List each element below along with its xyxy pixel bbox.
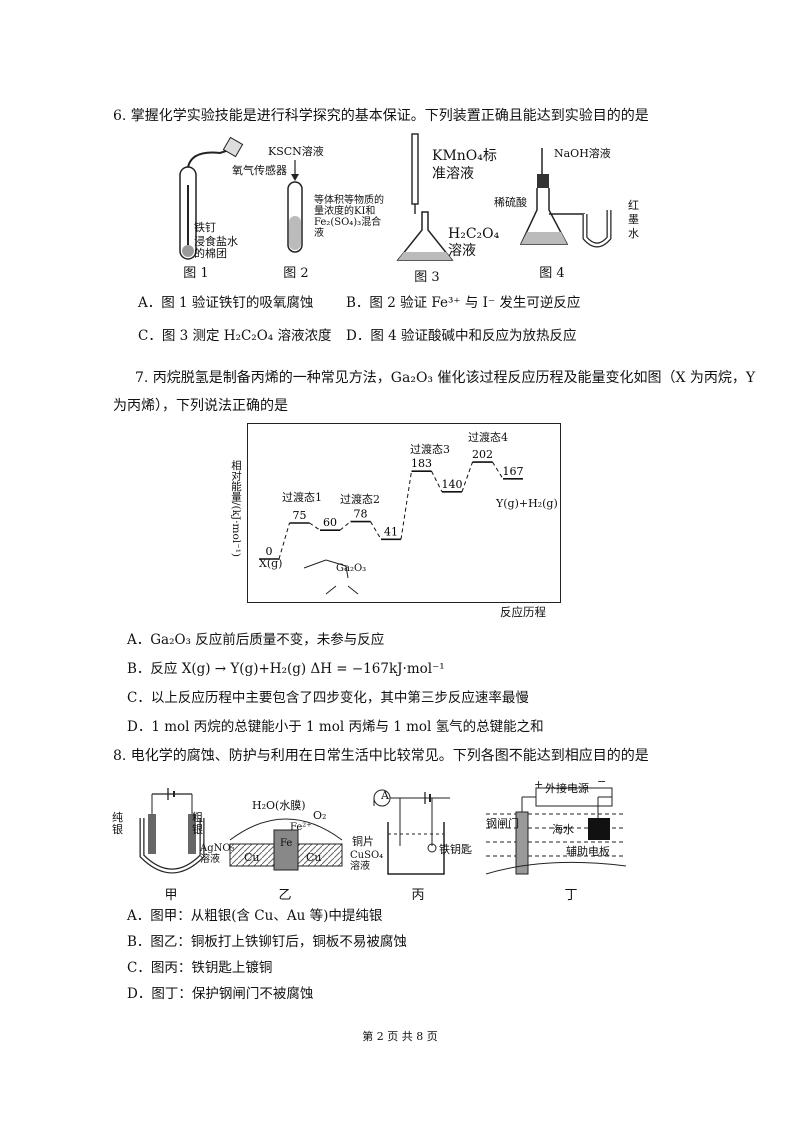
jia-pure-label: 纯银: [112, 811, 123, 836]
fig2-caption: 图 2: [283, 266, 309, 281]
fig-jia-diagram: [139, 788, 205, 874]
q7-stem-line1: 7. 丙烷脱氢是制备丙烯的一种常见方法，Ga₂O₃ 催化该过程反应历程及能量变化…: [135, 370, 756, 386]
ding-aux-label: 辅助电板: [566, 845, 610, 858]
fig4-diagram: [519, 148, 612, 248]
energy-value-4: 41: [384, 525, 398, 538]
bing-ammeter-label: A: [381, 789, 389, 802]
energy-value-8: 167: [503, 465, 524, 478]
chart-ylabel: 相对能量/(kJ·mol⁻¹): [230, 460, 242, 558]
energy-value-2: 60: [323, 516, 337, 529]
energy-connector-5: [400, 471, 412, 540]
q8-stem: 8. 电化学的腐蚀、防护与利用在日常生活中比较常见。下列各图不能达到相应目的的是: [113, 748, 649, 764]
yi-cu-left-label: Cu: [244, 851, 260, 864]
energy-value-7: 202: [472, 448, 493, 461]
fig-ding-diagram: [486, 787, 626, 875]
fig3-diagram: [396, 133, 454, 261]
chart-ts4-label: 过渡态4: [468, 431, 508, 444]
energy-value-1: 75: [293, 509, 307, 522]
q6-option-a[interactable]: A．图 1 验证铁钉的吸氧腐蚀: [138, 295, 314, 311]
energy-connector-1: [278, 522, 290, 560]
fig-yi-diagram: [229, 818, 343, 871]
fig2-solution-label: 等体积等物质的量浓度的KI和Fe₂(SO₄)₃混合液: [314, 195, 384, 239]
energy-value-3: 78: [354, 508, 368, 521]
energy-connector-4: [370, 521, 382, 540]
fig-bing-diagram: [373, 789, 450, 875]
q8-option-d[interactable]: D．图丁：保护钢闸门不被腐蚀: [127, 986, 314, 1002]
fig1-cotton-label: 浸食盐水的棉团: [194, 235, 238, 260]
chart-ts1-label: 过渡态1: [282, 491, 322, 504]
catalyst-structure: [303, 559, 359, 595]
chart-xlabel: 反应历程: [500, 605, 546, 619]
fig2-reagent-label: KSCN溶液: [268, 145, 324, 158]
energy-chart-frame: [247, 423, 561, 603]
q7-option-b[interactable]: B．反应 X(g) → Y(g)+H₂(g) ΔH = −167kJ·mol⁻¹: [127, 661, 445, 677]
energy-profile: 0 75 60 78 41 183 140 202 167: [259, 448, 524, 560]
fig1-diagram: [179, 136, 244, 260]
q7-stem-line2: 为丙烯），下列说法正确的是: [113, 398, 288, 414]
fig-yi-caption: 乙: [278, 888, 292, 903]
energy-connector-3: [339, 521, 351, 531]
fig-bing-caption: 丙: [411, 888, 425, 903]
ding-gate-label: 钢闸门: [486, 817, 519, 830]
bing-key-label: 铁钥匙: [439, 843, 472, 856]
fig-jia-caption: 甲: [164, 888, 178, 903]
jia-electrolyte-label: AgNO₃溶液: [200, 843, 235, 865]
q8-option-c[interactable]: C．图丙：铁钥匙上镀铜: [127, 960, 273, 976]
q6-option-d[interactable]: D．图 4 验证酸碱中和反应为放热反应: [346, 328, 577, 344]
energy-value-6: 140: [442, 478, 463, 491]
fig3-titrant-label: KMnO₄标准溶液: [432, 148, 497, 182]
fig-ding-caption: 丁: [564, 888, 578, 903]
chart-catalyst-label: Ga₂O₃: [336, 563, 367, 574]
q7-option-c[interactable]: C．以上反应历程中主要包含了四步变化，其中第三步反应速率最慢: [127, 690, 529, 706]
q8-option-b[interactable]: B．图乙：铜板打上铁铆钉后，铜板不易被腐蚀: [127, 934, 407, 950]
energy-connector-7: [461, 461, 473, 492]
ding-plus-label: +: [534, 778, 544, 791]
chart-ts2-label: 过渡态2: [340, 493, 380, 506]
fig1-sensor-label: 氧气传感器: [232, 164, 287, 177]
fig1-caption: 图 1: [183, 266, 209, 281]
fig3-caption: 图 3: [414, 270, 440, 285]
q7-option-a[interactable]: A．Ga₂O₃ 反应前后质量不变，未参与反应: [127, 632, 385, 648]
jia-crude-label: 粗银: [192, 811, 203, 836]
chart-end-label: Y(g)+H₂(g): [496, 497, 558, 510]
q7-option-d[interactable]: D．1 mol 丙烷的总键能小于 1 mol 丙烯与 1 mol 氢气的总键能之…: [127, 719, 544, 735]
yi-fe-label: Fe: [280, 838, 293, 849]
fig4-ink-label: 红墨水: [628, 199, 639, 240]
bing-solution-label: CuSO₄溶液: [350, 850, 384, 872]
ding-minus-label: −: [597, 775, 607, 788]
energy-connector-8: [492, 461, 504, 480]
fig4-acid-label: 稀硫酸: [494, 196, 527, 209]
yi-water-label: H₂O(水膜): [252, 799, 306, 812]
bing-copper-label: 铜片: [352, 835, 374, 848]
chart-start-label: X(g): [259, 557, 283, 570]
yi-feion-label: Fe²⁺: [290, 822, 312, 833]
q6-option-b[interactable]: B．图 2 验证 Fe³⁺ 与 I⁻ 发生可逆反应: [346, 295, 581, 311]
energy-connector-6: [431, 470, 443, 493]
fig4-naoh-label: NaOH溶液: [554, 147, 611, 160]
yi-cu-right-label: Cu: [306, 851, 322, 864]
ding-power-label: 外接电源: [545, 782, 589, 795]
chart-ts3-label: 过渡态3: [410, 443, 450, 456]
energy-value-5: 183: [411, 457, 432, 470]
fig1-nail-label: 铁钉: [194, 221, 216, 234]
q6-option-c[interactable]: C．图 3 测定 H₂C₂O₄ 溶液浓度: [138, 328, 332, 344]
ding-sea-label: 海水: [552, 823, 574, 836]
energy-value-0: 0: [266, 545, 273, 558]
q8-option-a[interactable]: A．图甲：从粗银(含 Cu、Au 等)中提纯银: [127, 908, 383, 924]
q6-stem: 6. 掌握化学实验技能是进行科学探究的基本保证。下列装置正确且能达到实验目的的是: [113, 108, 649, 124]
page-footer: 第 2 页 共 8 页: [362, 1030, 438, 1043]
energy-connector-2: [309, 522, 321, 531]
yi-o2-label: O₂: [313, 809, 327, 822]
fig3-analyte-label: H₂C₂O₄溶液: [448, 226, 500, 259]
fig2-diagram: [287, 160, 303, 253]
fig4-caption: 图 4: [539, 266, 565, 281]
